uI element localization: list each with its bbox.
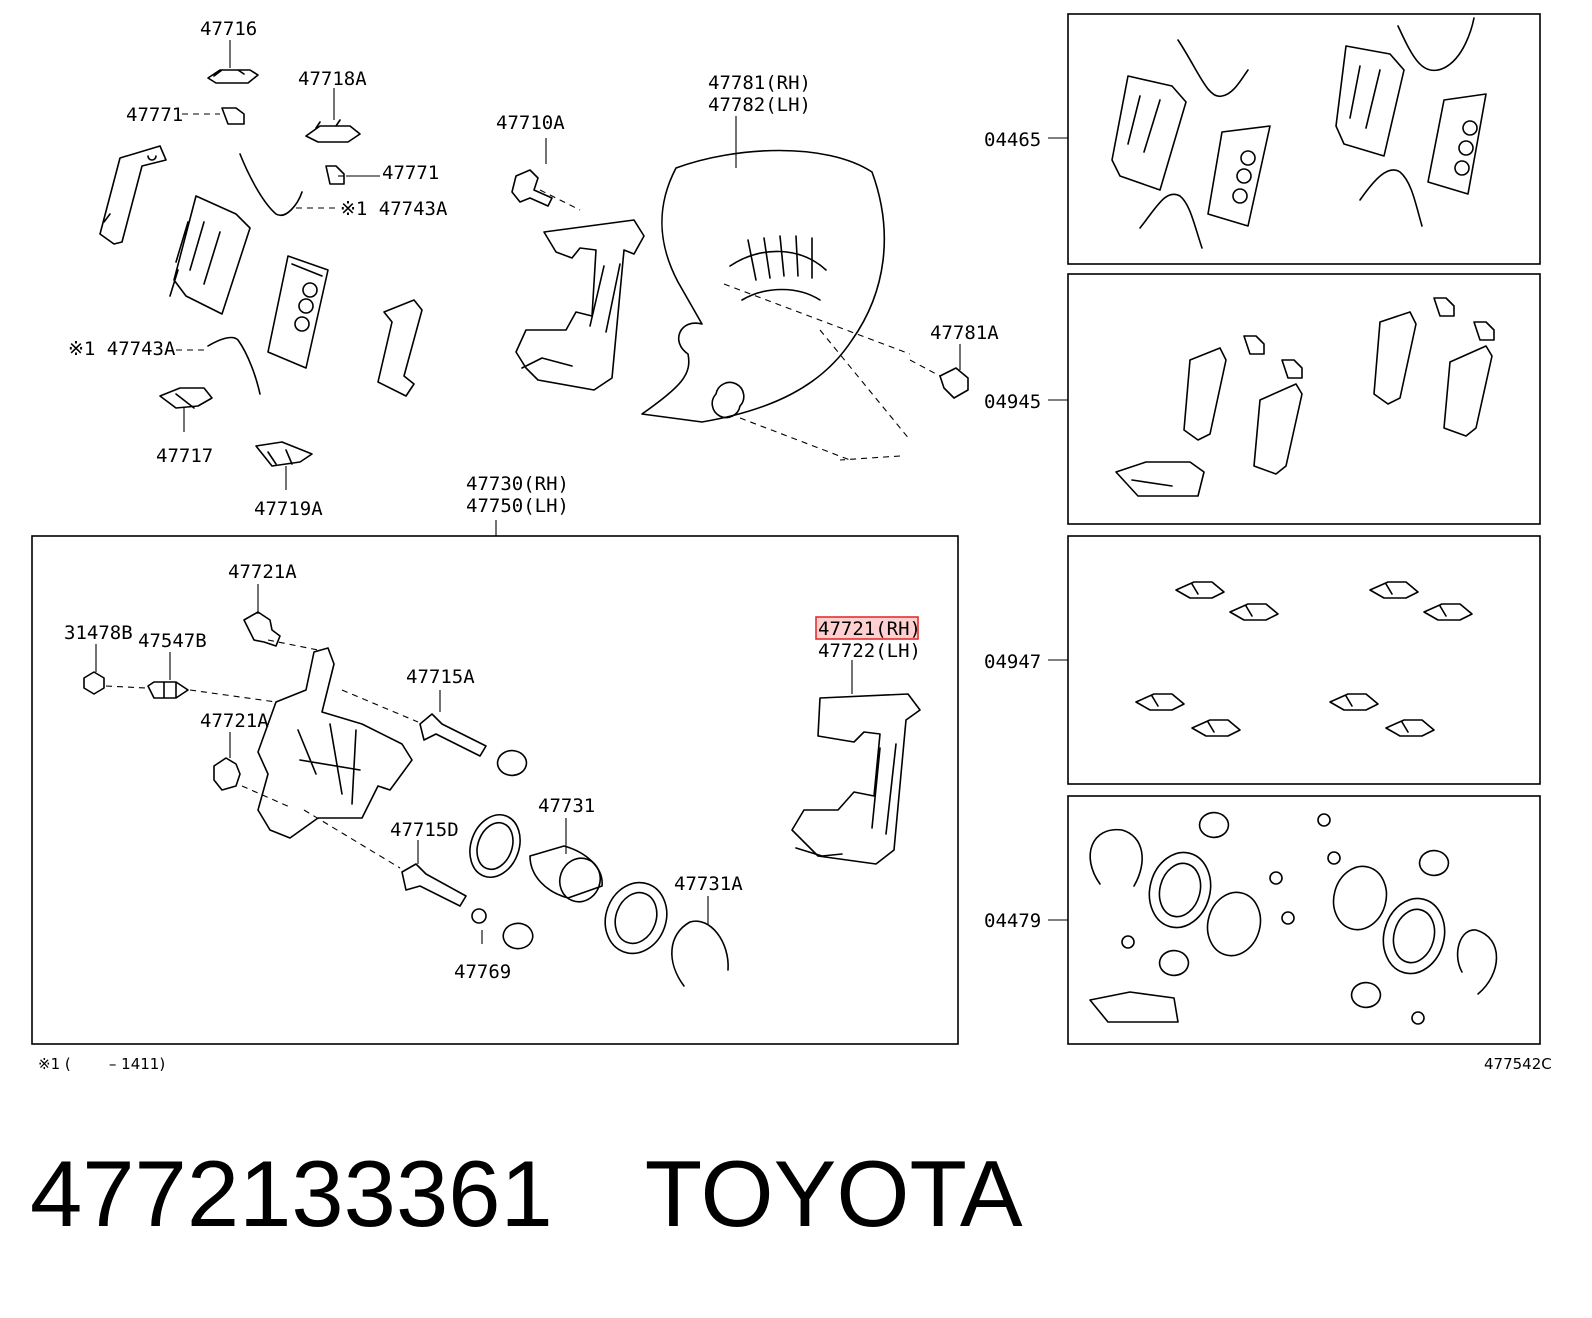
label-47721A-top: 47721A bbox=[228, 561, 297, 583]
mounting-bracket-47710A bbox=[511, 138, 645, 391]
label-47781A: 47781A bbox=[930, 322, 999, 344]
label-04465: 04465 bbox=[984, 129, 1041, 151]
label-04947: 04947 bbox=[984, 651, 1041, 673]
label-47730-rh: 47730(RH) bbox=[466, 473, 569, 495]
label-47547B: 47547B bbox=[138, 630, 207, 652]
brand-name: TOYOTA bbox=[644, 1141, 1023, 1246]
label-31478B: 31478B bbox=[64, 622, 133, 644]
label-47750-lh: 47750(LH) bbox=[466, 495, 569, 517]
label-47716: 47716 bbox=[200, 18, 257, 40]
diagram-code: 477542C bbox=[1484, 1055, 1552, 1073]
label-47715D: 47715D bbox=[390, 819, 459, 841]
caliper-assembly-parts bbox=[83, 584, 921, 987]
label-47771-left: 47771 bbox=[126, 104, 183, 126]
dust-cover-47781 bbox=[641, 116, 969, 461]
label-47743A-top: ※1 47743A bbox=[340, 198, 448, 220]
label-47731A: 47731A bbox=[674, 873, 743, 895]
label-47715A: 47715A bbox=[406, 666, 475, 688]
kit-box-04947 bbox=[1067, 535, 1541, 785]
caliper-assembly-box bbox=[31, 535, 959, 1045]
label-04479: 04479 bbox=[984, 910, 1041, 932]
label-47743A-left: ※1 47743A bbox=[68, 338, 176, 360]
pad-clip-cluster bbox=[99, 40, 423, 490]
label-47782-lh: 47782(LH) bbox=[708, 94, 811, 116]
highlight-box-47721 bbox=[815, 616, 919, 640]
parts-diagram: 47716 47718A 47771 47771 ※1 47743A ※1 47… bbox=[31, 13, 1552, 1073]
label-47769: 47769 bbox=[454, 961, 511, 983]
label-47719A: 47719A bbox=[254, 498, 323, 520]
part-number: 4772133361 bbox=[30, 1141, 553, 1246]
label-47731: 47731 bbox=[538, 795, 595, 817]
label-04945: 04945 bbox=[984, 391, 1041, 413]
label-47718A: 47718A bbox=[298, 68, 367, 90]
label-47771-right: 47771 bbox=[382, 162, 439, 184]
kit-04945-shims bbox=[1115, 297, 1495, 497]
kit-04947-clips bbox=[1135, 581, 1473, 737]
label-47717: 47717 bbox=[156, 445, 213, 467]
label-47781-rh: 47781(RH) bbox=[708, 72, 811, 94]
kit-box-04945 bbox=[1067, 273, 1541, 525]
footnote: ※1 ( – 1411) bbox=[38, 1055, 165, 1073]
kit-box-04479 bbox=[1067, 795, 1541, 1045]
label-47721-rh[interactable]: 47721(RH) bbox=[818, 618, 921, 640]
kit-box-04465 bbox=[1067, 13, 1541, 265]
label-47722-lh: 47722(LH) bbox=[818, 640, 921, 662]
kit-04479-seals bbox=[1089, 811, 1498, 1025]
label-47721A-mid: 47721A bbox=[200, 710, 269, 732]
label-47710A: 47710A bbox=[496, 112, 565, 134]
footer-caption: 4772133361 TOYOTA bbox=[30, 1140, 1023, 1246]
kit-04465-pads bbox=[1111, 17, 1487, 249]
